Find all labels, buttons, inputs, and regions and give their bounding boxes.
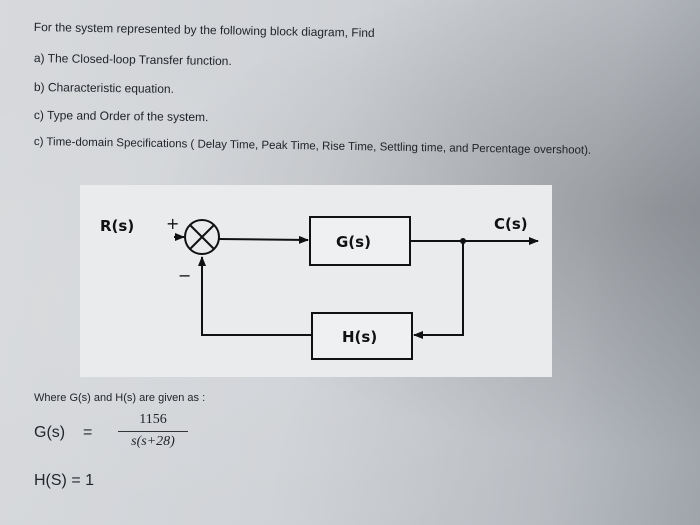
feedback-path-left [198, 256, 312, 336]
forward-arrow [218, 235, 309, 244]
minus-sign: − [178, 266, 191, 285]
g-equation-lhs: G(s) [34, 424, 66, 441]
block-diagram: R(s) + − G(s) C(s) H(s) [80, 185, 552, 377]
plus-sign: + [166, 214, 179, 233]
summing-junction-icon [184, 219, 220, 255]
g-transfer-fraction: 1156 s(s+28) [114, 412, 192, 450]
g-numerator: 1156 [139, 412, 167, 427]
question-part-c: c) Type and Order of the system. [33, 108, 209, 125]
feedback-path-right [413, 241, 464, 339]
forward-block-label: G(s) [336, 233, 371, 251]
feedback-block-h [311, 312, 413, 360]
input-label: R(s) [100, 217, 134, 235]
h-equation: H(S) = 1 [34, 472, 95, 489]
block-diagram-svg: R(s) + − G(s) C(s) H(s) [100, 214, 539, 360]
g-equation-equals: = [83, 424, 93, 441]
question-part-b: b) Characteristic equation. [33, 80, 175, 96]
given-intro: Where G(s) and H(s) are given as : [34, 392, 206, 404]
output-label: C(s) [494, 215, 528, 233]
g-denominator: s(s+28) [131, 434, 175, 449]
fraction-bar [118, 431, 188, 432]
feedback-block-label: H(s) [342, 328, 377, 346]
